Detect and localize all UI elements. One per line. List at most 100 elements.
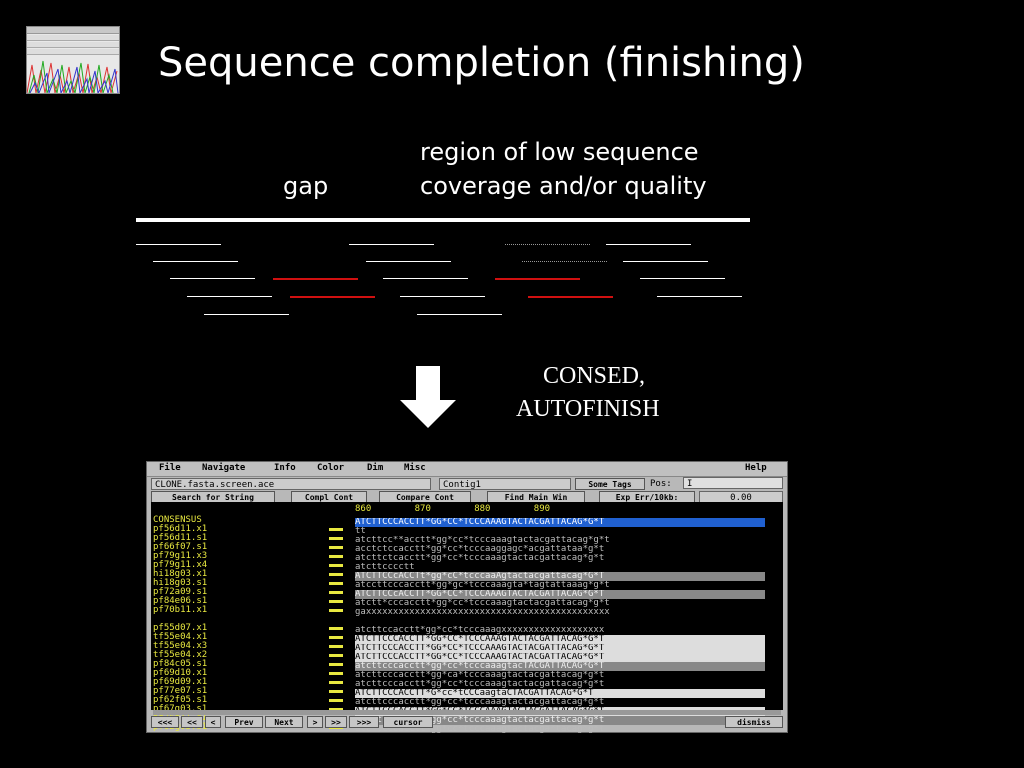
prev-button[interactable]: Prev [225,716,263,728]
read-name[interactable]: pf62g03.s1 [153,723,343,732]
menu-help[interactable]: Help [745,463,767,473]
read-line [204,314,289,315]
read-sequence[interactable]: ATCTTCCCACCTT*GG*CC*TCCCAAAGTACTACGATTAC… [355,653,765,662]
nav-forward-button[interactable]: > [307,716,323,728]
read-name[interactable]: pf79g11.x4 [153,560,208,570]
read-sequence[interactable]: atcttcccacctt*gg*ca*tcccaaagtactacgattac… [355,671,605,680]
read-name[interactable]: pf84c05.s1 [153,659,208,669]
read-line [170,278,255,279]
read-name[interactable]: pf72a09.s1 [153,587,208,597]
read-direction-arrow-icon [329,564,343,567]
read-name[interactable]: pf67g03.s1 [153,704,208,714]
read-line [657,296,742,297]
read-name[interactable]: pf66f07.s1 [153,542,208,552]
menu-navigate[interactable]: Navigate [202,463,246,473]
read-name[interactable]: pf76f11.s1 [153,714,343,723]
slide-title: Sequence completion (finishing) [158,40,805,86]
read-sequence[interactable] [355,617,765,626]
cursor-button[interactable]: cursor [383,716,433,728]
nav-first-button[interactable]: <<< [151,716,179,728]
nav-back-button[interactable]: < [205,716,221,728]
some-tags-button[interactable]: Some Tags [575,478,645,490]
read-name[interactable]: pf79g11.x3 [153,551,208,561]
low-quality-read-line [522,261,607,262]
menu-misc[interactable]: Misc [404,463,426,473]
read-sequence[interactable]: atcttcccacctt*gg*cc*tcccaaagtactacgattac… [355,680,605,689]
read-sequence[interactable]: atcttcccacctt*gg*cc*tcccaaagtacTACGATTAC… [355,662,765,671]
read-name[interactable]: hi18g03.s1 [153,578,208,588]
menu-dim[interactable]: Dim [367,463,384,473]
nav-page-forward-button[interactable]: >> [325,716,347,728]
pos-input[interactable]: I [683,477,783,489]
nav-last-button[interactable]: >>> [349,716,379,728]
dismiss-button[interactable]: dismiss [725,716,783,728]
read-name[interactable]: hi18g03.x1 [153,569,208,579]
consensus-sequence[interactable]: ATCTTCCCACCTT*GG*CC*TCCCAAAGTACTACGATTAC… [355,518,765,527]
read-direction-arrow-icon [329,654,343,657]
tool-label-line2: AUTOFINISH [516,396,660,422]
read-direction-arrow-icon [329,672,343,675]
tool-label-line1: CONSED, [543,363,646,389]
low-coverage-label: region of low sequence [420,138,699,166]
next-button[interactable]: Next [265,716,303,728]
filename-field: CLONE.fasta.screen.ace [151,478,431,490]
read-sequence[interactable]: acctctccacctt*gg*cc*tcccaaggagc*acgattat… [355,545,605,554]
contig-line [136,218,750,222]
read-direction-arrow-icon [329,528,343,531]
read-sequence[interactable]: tt [355,527,366,536]
read-name[interactable]: pf69d10.x1 [153,668,208,678]
horizontal-scrollbar[interactable] [153,710,781,715]
low-coverage-label-line2: coverage and/or quality [420,172,707,200]
read-name[interactable]: pf56d11.s1 [153,533,208,543]
read-direction-arrow-icon [329,573,343,576]
read-sequence[interactable]: atcttctcacctt*gg*cc*tcccaaagtactacgattac… [355,554,605,563]
problem-read-line [290,296,375,298]
consed-aligned-reads-window: File Navigate Info Color Dim Misc Help C… [146,461,788,734]
read-sequence[interactable]: ATCTTCCCACCTT*G*cc*tCCCaagtaCTACGATTACAG… [355,689,765,698]
menu-file[interactable]: File [159,463,181,473]
read-sequence[interactable]: atc*tcccacctt*gg*cc*tcccaaagtactacga*tac… [355,725,605,734]
read-name[interactable]: tf55e04.x3 [153,641,208,651]
read-direction-arrow-icon [329,627,343,630]
read-line [349,244,434,245]
sequence-reads-diagram [130,210,760,320]
read-direction-arrow-icon [329,681,343,684]
read-sequence[interactable]: atccttcccacctt*gg*gc*tcccaaagta*tagtatta… [355,581,610,590]
read-sequence[interactable]: ATCTTCCcACCTT*GG*CC*TCCCAAAGTACTACGATTAC… [355,590,765,599]
read-sequence[interactable]: atcttcc**acctt*gg*cc*tcccaaagtactacgatta… [355,536,610,545]
read-name[interactable]: pf56d11.x1 [153,524,208,534]
read-sequence[interactable]: atcttcccacctt*gg*cc*tcccaaagtactacgattac… [355,716,765,725]
read-name[interactable]: pf70b11.x1 [153,605,208,615]
read-name[interactable]: tf55e04.x2 [153,650,208,660]
menu-info[interactable]: Info [274,463,296,473]
read-name[interactable]: pf77e07.s1 [153,686,208,696]
read-name[interactable]: pf69d09.x1 [153,677,208,687]
navigation-bar: <<< << < Prev Next > >> >>> cursor dismi… [147,714,787,730]
read-sequence[interactable]: atcttcccacctt*gg*cc*tcccaaagtactacgattac… [355,698,605,707]
read-sequence[interactable]: atcttccacctt*gg*cc*tcccaaagxxxxxxxxxxxxx… [355,626,605,635]
problem-read-line [528,296,613,298]
gap-label: gap [283,172,329,200]
read-sequence[interactable]: ATCTTCCCACCTT*GG*CC*TCCCAAAGTACTACGATTAC… [355,635,765,644]
read-direction-arrow-icon [329,699,343,702]
read-name[interactable]: pf84e06.s1 [153,596,208,606]
read-direction-arrow-icon [329,555,343,558]
read-direction-arrow-icon [329,663,343,666]
consensus-label[interactable]: CONSENSUS [153,515,202,525]
read-name[interactable]: pf55d07.x1 [153,623,208,633]
read-direction-arrow-icon [329,546,343,549]
read-line [417,314,502,315]
read-sequence[interactable]: ATCTTCCcACCTt*gg*cC*tcccaaAgtactacgattac… [355,572,765,581]
read-name[interactable]: tf55e04.x1 [153,632,208,642]
read-sequence[interactable]: atcttcccctt [355,563,415,572]
menu-color[interactable]: Color [317,463,345,473]
read-direction-arrow-icon [329,582,343,585]
read-name[interactable]: pf62f05.s1 [153,695,208,705]
read-sequence[interactable]: ATCTTCCCACCTT*GG*CC*TCCCAAAGTACTACGATTAC… [355,644,765,653]
read-sequence[interactable]: atctt*cccacctt*gg*cc*tcccaaagtactacgatta… [355,599,610,608]
nav-page-back-button[interactable]: << [181,716,203,728]
read-direction-arrow-icon [329,537,343,540]
read-line [153,261,238,262]
read-sequence[interactable]: gaxxxxxxxxxxxxxxxxxxxxxxxxxxxxxxxxxxxxxx… [355,608,610,617]
